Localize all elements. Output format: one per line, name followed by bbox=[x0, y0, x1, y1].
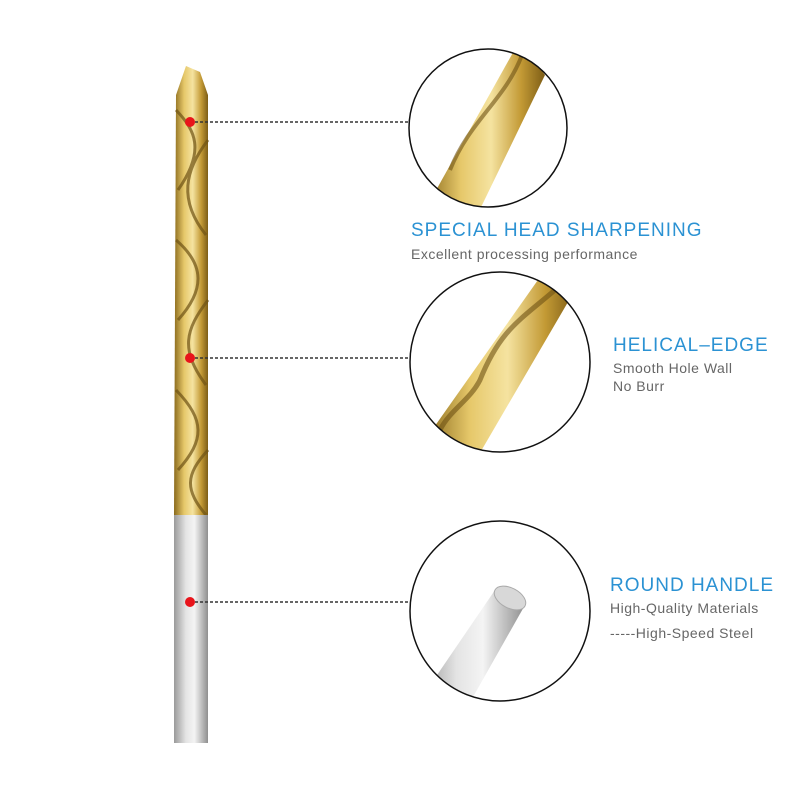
feature-desc-handle-1: High-Quality Materials bbox=[610, 600, 759, 616]
detail-circle-handle bbox=[409, 520, 591, 702]
feature-desc-helical-1: Smooth Hole Wall bbox=[613, 360, 733, 376]
detail-head-image bbox=[425, 49, 545, 207]
feature-title-head: SPECIAL HEAD SHARPENING bbox=[411, 220, 703, 241]
drill-bit bbox=[174, 66, 210, 743]
marker-dot-head bbox=[185, 117, 195, 127]
marker-dot-handle bbox=[185, 597, 195, 607]
feature-desc-handle-2: -----High-Speed Steel bbox=[610, 625, 754, 641]
detail-handle-image bbox=[420, 585, 527, 701]
detail-helical-image bbox=[425, 272, 575, 452]
feature-title-handle: ROUND HANDLE bbox=[610, 575, 775, 596]
detail-circle-head bbox=[408, 48, 568, 208]
feature-title-helical: HELICAL–EDGE bbox=[613, 335, 769, 356]
feature-desc-head: Excellent processing performance bbox=[411, 246, 638, 262]
detail-circle-helical bbox=[409, 271, 591, 453]
feature-desc-helical-2: No Burr bbox=[613, 378, 665, 394]
marker-dot-helical bbox=[185, 353, 195, 363]
